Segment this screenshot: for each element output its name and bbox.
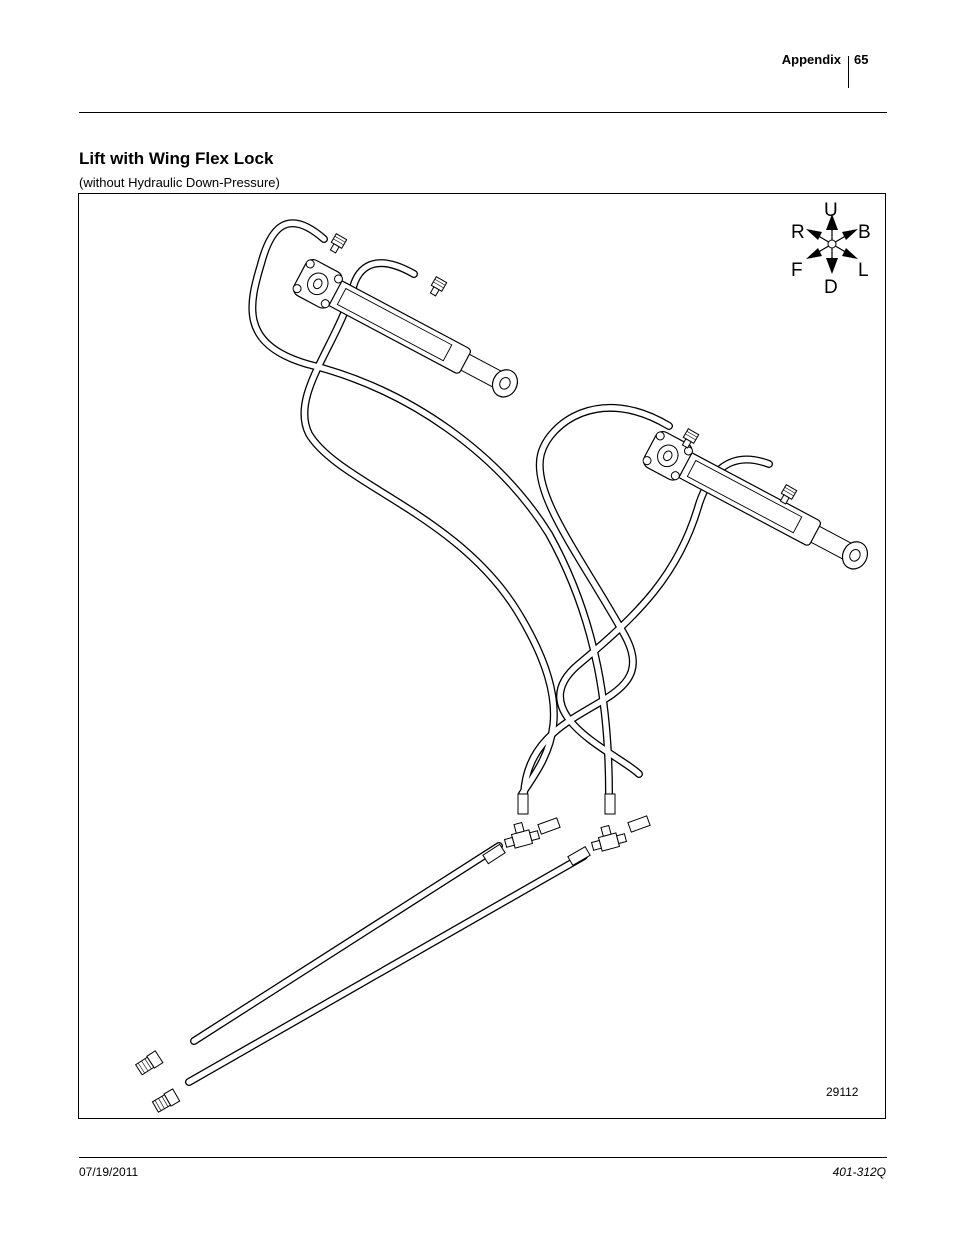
hydraulic-hose-diagram [134, 214, 876, 1114]
footer-date: 07/19/2011 [79, 1165, 139, 1179]
compass-label-down: D [824, 277, 838, 298]
page-number: 65 [854, 52, 869, 67]
cylinder-fitting [427, 276, 448, 298]
hose-ferrule [482, 843, 506, 865]
hose-ferrule [627, 815, 651, 833]
page-subtitle: (without Hydraulic Down-Pressure) [79, 175, 280, 190]
hose-tip [151, 1088, 181, 1114]
hose-ferrule [567, 845, 591, 867]
page-title: Lift with Wing Flex Lock [79, 149, 274, 168]
compass-label-right: R [791, 222, 805, 243]
footer-doc-number: 401-312Q [832, 1165, 886, 1179]
header-rule [79, 112, 887, 113]
compass-label-up: U [824, 200, 838, 221]
figure-frame: U R B F L D 29112 [78, 193, 886, 1119]
footer-rule [79, 1157, 887, 1158]
figure-number: 29112 [826, 1085, 859, 1099]
hose-ferrule [604, 793, 616, 815]
orientation-compass [806, 214, 858, 274]
wing-lift-cylinder-upper [290, 256, 526, 408]
hose-ferrule [517, 793, 529, 815]
compass-label-front: F [791, 260, 803, 281]
compass-label-left: L [858, 260, 869, 281]
header-divider [848, 56, 849, 88]
cylinder-fitting [327, 233, 348, 255]
tee-fitting [587, 821, 628, 854]
compass-label-back: B [858, 222, 871, 243]
tee-fitting [500, 818, 541, 851]
header-section-label: Appendix [781, 52, 841, 67]
hose-tip [134, 1050, 164, 1077]
hose-group [185, 219, 773, 1086]
hose-ferrule [537, 817, 561, 835]
